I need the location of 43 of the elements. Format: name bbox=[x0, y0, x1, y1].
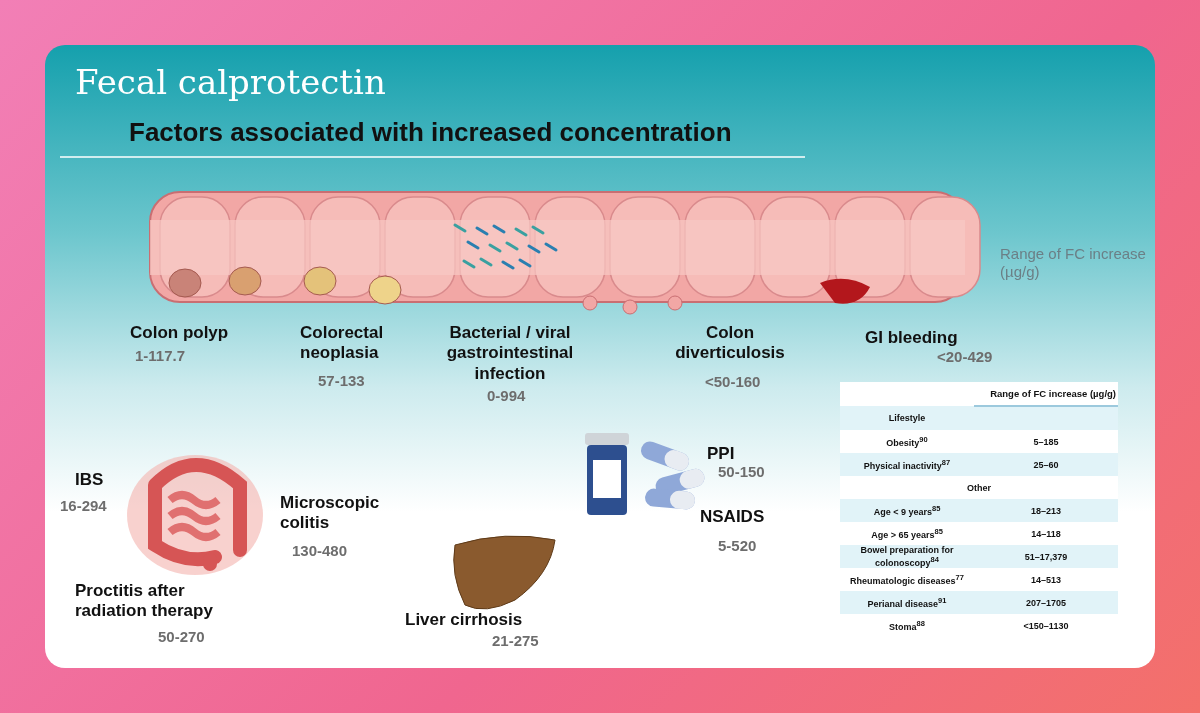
section-heading: Lifestyle bbox=[840, 406, 974, 430]
table-cell: Age < 9 years$^{85}$ bbox=[840, 499, 974, 522]
factor-label: Liver cirrhosis bbox=[405, 610, 524, 631]
range-value: 50-270 bbox=[158, 628, 205, 645]
range-value: 0-994 bbox=[487, 387, 526, 404]
table-cell: 14–118 bbox=[974, 522, 1118, 545]
range-value: 50-150 bbox=[718, 463, 765, 480]
table-cell: <150–1130 bbox=[974, 614, 1118, 637]
section-heading: Other bbox=[840, 476, 1118, 499]
range-value: <50-160 bbox=[705, 373, 761, 390]
factor-label: Bacterial / viral gastrointestinal infection bbox=[445, 323, 575, 385]
subtitle: Factors associated with increased concentration bbox=[129, 117, 733, 149]
diagram-title: Fecal calprotectin bbox=[75, 62, 386, 102]
factor-label: Proctitis after radiation therapy bbox=[75, 581, 214, 622]
table-cell: Bowel preparation for colonoscopy$^{84}$ bbox=[840, 545, 974, 568]
table-cell: Obesity$^{90}$ bbox=[840, 430, 974, 453]
table-cell: Perianal disease$^{91}$ bbox=[840, 591, 974, 614]
factor-label: Colon diverticulosis bbox=[674, 323, 786, 364]
range-value: 1-117.7 bbox=[135, 347, 186, 364]
table-cell: Stoma$^{88}$ bbox=[840, 614, 974, 637]
table-cell: 14–513 bbox=[974, 568, 1118, 591]
factor-label: Microscopic colitis bbox=[280, 493, 381, 534]
table-cell: 25–60 bbox=[974, 453, 1118, 476]
factor-label: IBS bbox=[75, 470, 105, 491]
table-cell: 207–1705 bbox=[974, 591, 1118, 614]
factor-label: GI bleeding bbox=[865, 328, 959, 349]
table-cell: Rheumatologic diseases$^{77}$ bbox=[840, 568, 974, 591]
table-cell: 5–185 bbox=[974, 430, 1118, 453]
table-cell: Age > 65 years$^{85}$ bbox=[840, 522, 974, 545]
range-value: <20-429 bbox=[937, 348, 993, 365]
range-value: 16-294 bbox=[60, 497, 107, 514]
range-value: 21-275 bbox=[492, 632, 539, 649]
range-value: 5-520 bbox=[718, 537, 757, 554]
range-value: 57-133 bbox=[318, 372, 365, 389]
factor-label: Colorectal neoplasia bbox=[300, 323, 385, 364]
range-value: 130-480 bbox=[292, 542, 348, 559]
axis-note: Range of FC increase (µg/g) bbox=[1000, 245, 1147, 281]
table-cell: Physical inactivity$^{87}$ bbox=[840, 453, 974, 476]
factor-label: NSAIDS bbox=[700, 507, 766, 528]
table-cell: 18–213 bbox=[974, 499, 1118, 522]
factor-label: Colon polyp bbox=[130, 323, 230, 344]
factor-label: PPI bbox=[707, 444, 736, 465]
table-cell: 51–17,379 bbox=[974, 545, 1118, 568]
